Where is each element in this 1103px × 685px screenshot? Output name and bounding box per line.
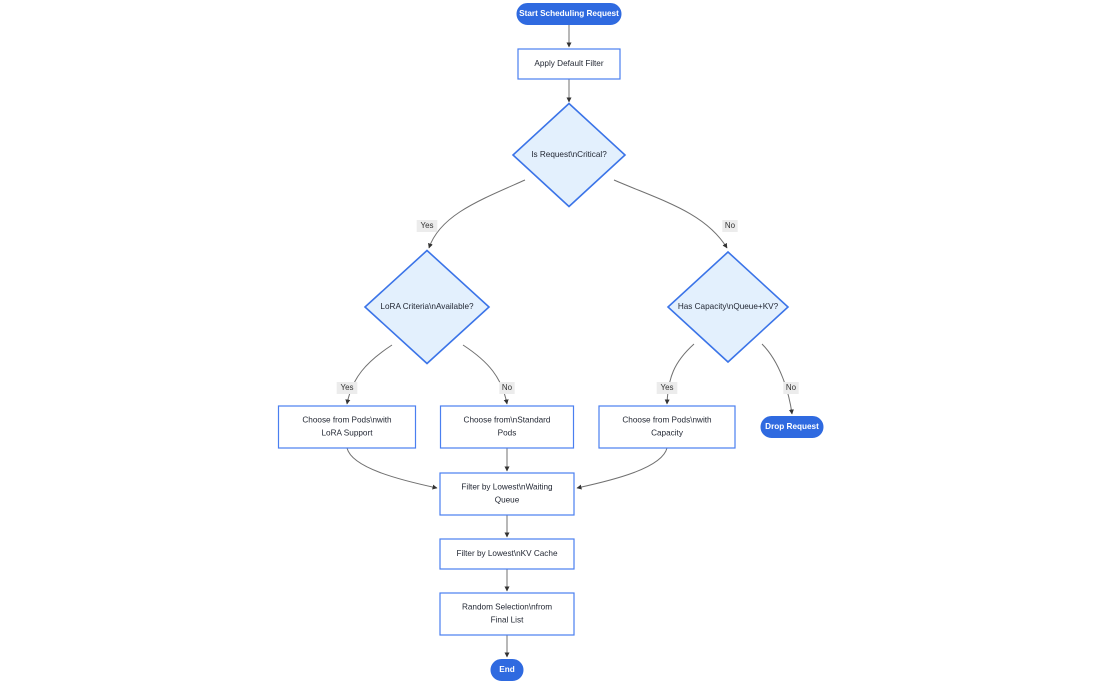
decision-shape	[511, 102, 627, 208]
node-label: Drop Request	[765, 422, 819, 431]
node-label: Choose from Pods\nwith	[622, 416, 712, 425]
flow-node-lora_criteria[interactable]: LoRA Criteria\nAvailable?	[363, 249, 491, 365]
flow-edge	[761, 343, 794, 415]
node-label: Random Selection\nfrom	[462, 603, 552, 612]
process-shape	[439, 538, 575, 570]
node-label: Has Capacity\nQueue+KV?	[678, 302, 779, 311]
node-label: Is Request\nCritical?	[531, 150, 607, 159]
edge-label-bg	[783, 382, 799, 394]
node-label: Final List	[491, 616, 524, 625]
node-label: Filter by Lowest\nKV Cache	[456, 549, 557, 558]
decision-shape	[666, 250, 790, 364]
flow-edge	[346, 447, 438, 490]
edge-label-text: No	[502, 383, 513, 392]
process-shape	[439, 405, 575, 449]
process-shape	[439, 592, 575, 636]
edge-label-bg	[656, 382, 678, 394]
edge-label-text: No	[725, 221, 736, 230]
flow-edge	[664, 343, 695, 405]
process-shape	[598, 405, 736, 449]
flow-edge	[428, 179, 526, 249]
edge-label-text: No	[786, 383, 797, 392]
flow-edge	[613, 179, 728, 249]
edge-label-e4: No	[722, 220, 738, 232]
process-shape	[517, 48, 621, 80]
flow-node-end[interactable]: End	[490, 659, 524, 681]
node-label: Capacity	[651, 429, 684, 438]
edge-label-e3: Yes	[416, 220, 438, 232]
terminal-shape	[516, 3, 622, 25]
node-label: LoRA Criteria\nAvailable?	[380, 302, 474, 311]
node-label: Start Scheduling Request	[519, 9, 619, 18]
decision-shape	[363, 249, 491, 365]
node-label: LoRA Support	[322, 429, 374, 438]
flow-node-drop_request[interactable]: Drop Request	[760, 416, 824, 438]
edge-label-e8: No	[783, 382, 799, 394]
flow-node-start[interactable]: Start Scheduling Request	[516, 3, 622, 25]
edge-label-bg	[416, 220, 438, 232]
edges-layer	[345, 25, 794, 658]
flow-node-has_capacity[interactable]: Has Capacity\nQueue+KV?	[666, 250, 790, 364]
process-shape	[277, 405, 417, 449]
edge-label-bg	[336, 382, 358, 394]
terminal-shape	[760, 416, 824, 438]
edge-label-e5: Yes	[336, 382, 358, 394]
node-label: Choose from Pods\nwith	[302, 416, 392, 425]
node-label: Filter by Lowest\nWaiting	[461, 483, 553, 492]
edge-label-bg	[722, 220, 738, 232]
flow-node-apply_filter[interactable]: Apply Default Filter	[517, 48, 621, 80]
node-label: Pods	[498, 429, 517, 438]
node-label: Queue	[495, 496, 520, 505]
flow-edge	[345, 344, 393, 405]
edge-label-text: Yes	[340, 383, 353, 392]
edge-label-e6: No	[499, 382, 515, 394]
edge-label-e7: Yes	[656, 382, 678, 394]
edge-label-bg	[499, 382, 515, 394]
terminal-shape	[490, 659, 524, 681]
flow-node-is_critical[interactable]: Is Request\nCritical?	[511, 102, 627, 208]
flow-edge	[576, 447, 668, 490]
node-label: Choose from\nStandard	[464, 416, 551, 425]
edge-label-text: Yes	[660, 383, 673, 392]
edge-label-text: Yes	[420, 221, 433, 230]
flow-edge	[462, 344, 509, 405]
flow-node-filter_kv[interactable]: Filter by Lowest\nKV Cache	[439, 538, 575, 570]
process-shape	[439, 472, 575, 516]
node-label: Apply Default Filter	[534, 59, 603, 68]
node-label: End	[499, 665, 514, 674]
